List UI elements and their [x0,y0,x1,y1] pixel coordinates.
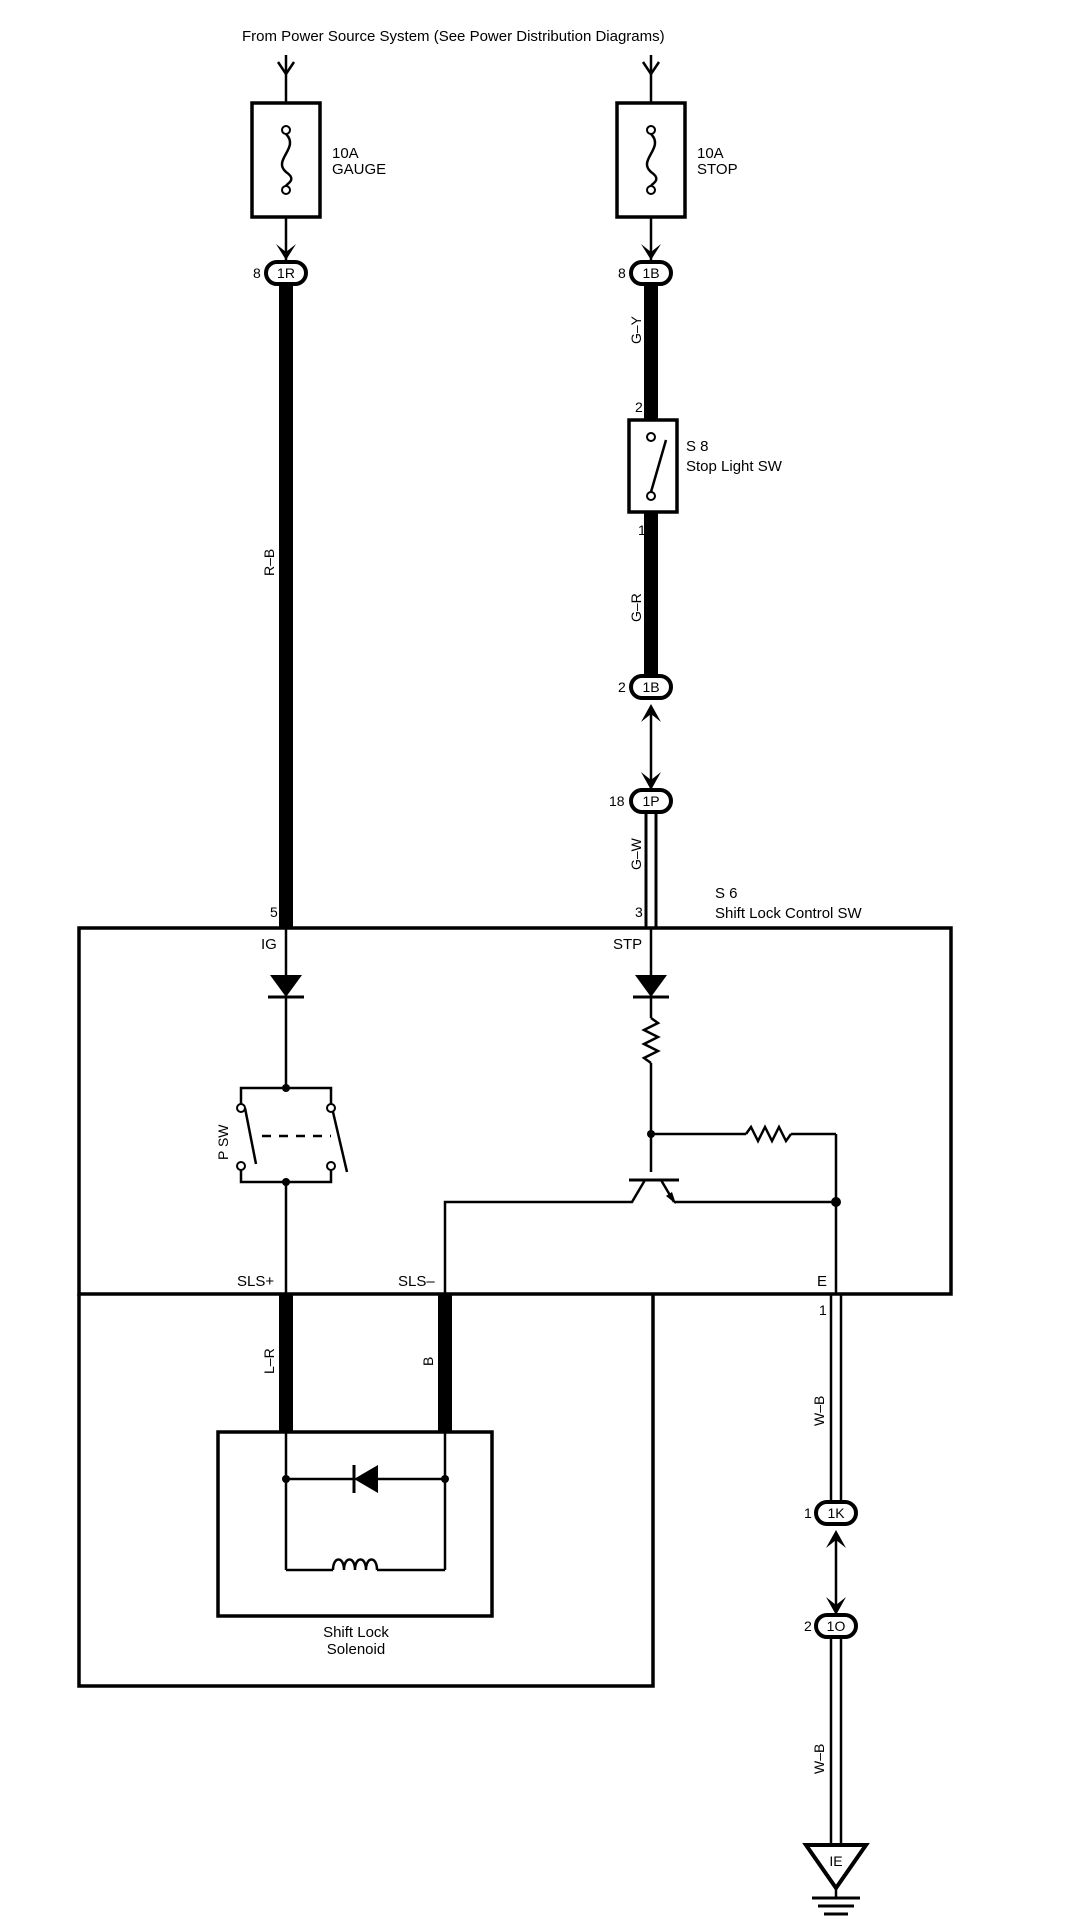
stop-fuse-amp: 10A [697,145,724,162]
power-source-label: From Power Source System (See Power Dist… [242,28,665,45]
terminal-sls-minus: SLS– [398,1273,435,1290]
gauge-fuse-input-arrow [276,55,296,103]
wire-l-r-label: L–R [261,1348,277,1374]
junction-1K-1O-arrows [826,1530,846,1615]
connector-1B-top-pin: 8 [618,265,626,281]
connector-1R: 1R [264,260,308,286]
solenoid-box [216,1430,494,1618]
terminal-ig: IG [261,936,277,953]
connector-1B-bottom: 1B [629,674,673,700]
connector-1K-pin: 1 [804,1505,812,1521]
gauge-fuse-output-arrow [276,217,296,262]
bias-resistor [744,1124,793,1144]
connector-1P: 1P [629,788,673,814]
ig-diode [268,928,304,1088]
junction-1B-1P-arrows [641,704,661,790]
connector-1O-pin: 2 [804,1618,812,1634]
stop-sw-pin-bottom: 1 [638,522,646,538]
connector-1B-top-code: 1B [642,265,659,281]
pin-ig-number: 5 [270,904,278,920]
wire-g-w [644,812,658,928]
connector-1R-pin: 8 [253,265,261,281]
gauge-fuse-name: GAUGE [332,161,386,178]
wire-w-b-upper [829,1294,843,1502]
wire-w-b-upper-label: W–B [811,1396,827,1426]
pin-e-number: 1 [819,1302,827,1318]
control-sw-id: S 6 [715,885,738,902]
connector-1O-code: 1O [827,1618,846,1634]
stp-resistor [641,1016,661,1065]
wire-w-b-lower-label: W–B [811,1744,827,1774]
base-network [647,1063,838,1294]
pin-stp-number: 3 [635,904,643,920]
stop-light-switch [627,418,679,514]
ground-icon [812,1896,860,1916]
wire-g-y-label: G–Y [628,315,644,344]
solenoid-internals [282,1432,449,1572]
connector-1K-code: 1K [827,1505,845,1521]
wire-g-w-label: G–W [628,837,644,870]
coil-icon [331,1558,379,1571]
solenoid-label-2: Solenoid [327,1641,385,1658]
terminal-sls-plus: SLS+ [237,1273,274,1290]
park-switch [236,1084,349,1294]
stp-diode [633,928,669,1018]
connector-1P-code: 1P [642,793,659,809]
stop-fuse-name: STOP [697,161,738,178]
terminal-e: E [817,1273,827,1290]
ground-label: IE [829,1853,842,1869]
gauge-fuse [250,101,322,219]
wire-g-r-label: G–R [628,593,644,622]
stop-fuse-input-arrow [641,55,661,103]
stop-sw-pin-top: 2 [635,399,643,415]
connector-1R-code: 1R [277,265,295,281]
wire-b-label: B [420,1357,436,1366]
stop-sw-name: Stop Light SW [686,458,783,475]
connector-1B-top: 1B [629,260,673,286]
ground-point: IE [802,1843,870,1898]
control-sw-box [77,926,953,1296]
transistor [443,1178,841,1294]
control-sw-name: Shift Lock Control SW [715,905,863,922]
connector-1B-bottom-code: 1B [642,679,659,695]
connector-1O: 1O [814,1613,858,1639]
stop-fuse-output-arrow [641,217,661,262]
connector-1K: 1K [814,1500,858,1526]
wire-r-b-label: R–B [261,549,277,576]
solenoid-enclosure [77,1294,655,1688]
solenoid-label-1: Shift Lock [323,1624,389,1641]
connector-1P-pin: 18 [609,793,625,809]
stop-fuse [615,101,687,219]
gauge-fuse-amp: 10A [332,145,359,162]
terminal-stp: STP [613,936,642,953]
connector-1B-bottom-pin: 2 [618,679,626,695]
wire-w-b-lower [829,1637,843,1845]
stop-sw-id: S 8 [686,438,709,455]
p-sw-label: P SW [215,1124,231,1160]
